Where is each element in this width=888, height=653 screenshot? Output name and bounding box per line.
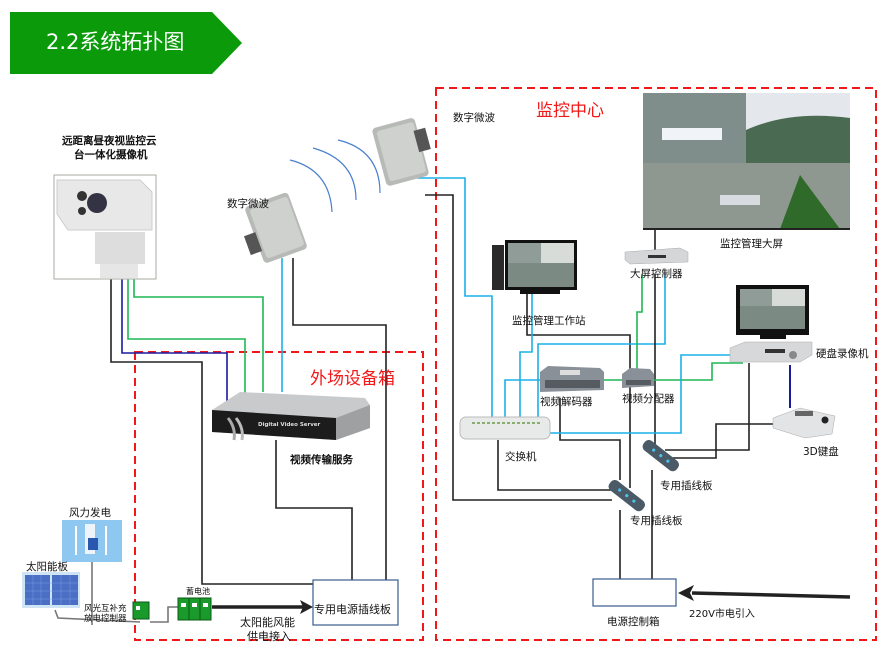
field-power-strip-box[interactable]	[312, 579, 399, 626]
section-header-banner: 2.2系统拓扑图	[10, 12, 242, 74]
field-power-strip-label: 专用电源插线板	[314, 603, 391, 616]
camera-label-line1: 远距离昼夜视监控云	[62, 135, 157, 147]
power-strip-b[interactable]	[641, 438, 681, 473]
dvr[interactable]	[729, 341, 813, 363]
field-equipment-zone	[134, 351, 424, 641]
screen-controller[interactable]	[624, 247, 689, 265]
arrow-banner-shape	[10, 12, 242, 74]
cable-decoder-power	[559, 398, 621, 480]
video-decoder[interactable]	[540, 366, 604, 392]
page-title: 2.2系统拓扑图	[46, 30, 185, 54]
cable-camera-power	[110, 279, 203, 568]
controller-label-line2: 放电控制器	[84, 614, 127, 624]
mains-arrow-line	[691, 591, 851, 599]
cable-workstation-network	[519, 293, 533, 420]
cable-screen-controller-network	[537, 274, 666, 420]
cable-solar	[54, 609, 141, 623]
power-control-box-label: 电源控制箱	[607, 616, 660, 628]
wireless-signal-icon	[289, 139, 381, 213]
video-splitter[interactable]	[622, 368, 654, 388]
ptz-camera[interactable]	[53, 174, 157, 280]
cable-workstation-power	[526, 293, 631, 488]
cable-center-microwave-power	[425, 194, 612, 501]
big-screen-label: 监控管理大屏	[720, 238, 783, 250]
video-splitter-label: 视频分配器	[622, 393, 675, 405]
microwave-field-label: 数字微波	[227, 198, 269, 210]
big-display-screen[interactable]	[643, 93, 850, 230]
ptz-3d-keyboard[interactable]	[772, 407, 836, 439]
power-control-box[interactable]	[592, 578, 677, 607]
battery-bank[interactable]	[177, 597, 212, 621]
monitor-center-zone	[435, 87, 877, 641]
video-server-label: 视频传输服务	[290, 454, 353, 466]
management-workstation[interactable]	[492, 240, 577, 294]
solar-panel[interactable]	[22, 572, 80, 608]
screen-controller-label: 大屏控制器	[630, 268, 683, 280]
cable-screen-controller-video	[636, 274, 643, 372]
keyboard-label: 3D键盘	[803, 446, 839, 458]
cable-keyboard-power	[668, 423, 778, 459]
camera-label-line2: 台一体化摄像机	[74, 149, 148, 161]
microwave-antenna-center[interactable]	[372, 115, 438, 186]
cable-camera-video-1	[127, 279, 246, 395]
power-strip-a-label: 专用插线板	[630, 515, 683, 527]
wind-turbine[interactable]	[62, 520, 122, 562]
mains-input-label: 220V市电引入	[689, 609, 755, 620]
digital-video-server[interactable]: Digital Video Server	[212, 392, 370, 441]
camera-lens-icon	[87, 193, 107, 213]
cable-controller-battery	[150, 606, 178, 623]
battery-label: 蓄电池	[186, 587, 210, 596]
cable-camera-video-2	[133, 279, 264, 392]
cable-camera-control	[121, 279, 228, 405]
cable-switch-power	[497, 440, 625, 491]
power-strip-b-label: 专用插线板	[660, 480, 713, 492]
video-decoder-label: 视频解码器	[540, 396, 593, 408]
cable-dvr-power	[665, 363, 750, 451]
feed-arrow-head	[300, 600, 313, 614]
cable-splitter-dvr-video	[654, 362, 743, 381]
mains-arrow-head	[678, 585, 694, 601]
microwave-antenna-field[interactable]	[235, 192, 308, 268]
hybrid-charge-controller[interactable]	[132, 601, 150, 620]
workstation-label: 监控管理工作站	[512, 315, 586, 327]
cable-server-power	[275, 440, 353, 580]
cable-dvr-network	[548, 354, 743, 434]
power-strip-a[interactable]	[607, 478, 647, 513]
field-zone-title: 外场设备箱	[310, 369, 395, 389]
monitor-center-title: 监控中心	[536, 101, 604, 121]
server-brand-text: Digital Video Server	[258, 422, 321, 428]
solar-panel-label: 太阳能板	[26, 561, 68, 573]
cable-microwave-power	[292, 258, 387, 580]
controller-label-line1: 风光互补充	[84, 604, 127, 614]
microwave-center-label: 数字微波	[453, 112, 495, 124]
wind-power-label: 风力发电	[69, 507, 111, 519]
feed-label-line1: 太阳能风能	[240, 616, 295, 629]
switch-label: 交换机	[505, 451, 537, 463]
dvr-monitor[interactable]	[736, 285, 809, 339]
cable-center-microwave-network	[417, 177, 493, 420]
network-switch[interactable]	[459, 416, 551, 440]
dvr-label: 硬盘录像机	[816, 348, 869, 360]
cable-camera-power-to-strip	[201, 568, 315, 585]
feed-label-line2: 供电接入	[247, 630, 291, 643]
cable-decoder-network	[504, 379, 540, 420]
